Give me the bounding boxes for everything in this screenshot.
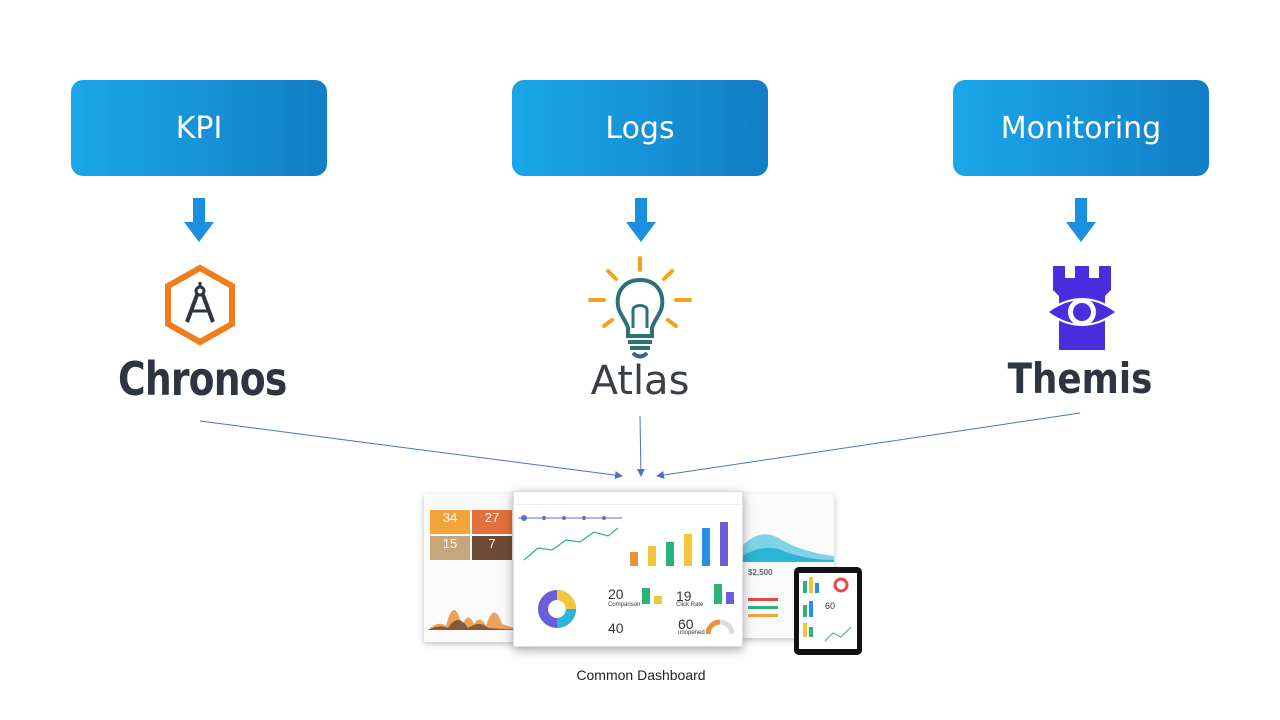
tower-eye-icon <box>1045 266 1119 350</box>
logs-box: Logs <box>512 80 768 176</box>
tile: 27 <box>472 510 512 534</box>
unopened-label: unopened <box>678 630 705 636</box>
monitoring-label: Monitoring <box>1000 110 1162 146</box>
area-chart <box>428 610 520 630</box>
chronos-wordmark: Chronos <box>118 352 287 406</box>
logs-label: Logs <box>605 110 675 146</box>
down-arrow-icon <box>184 198 214 242</box>
themis-wordmark: Themis <box>1007 354 1153 403</box>
atlas-wordmark: Atlas <box>590 358 690 404</box>
donut-chart <box>538 590 576 628</box>
monitoring-box: Monitoring <box>953 80 1209 176</box>
tile: 15 <box>430 536 470 560</box>
compass-hexagon-icon <box>165 264 235 346</box>
dashboard-main-panel: 20 Comparison 19 Click Rate 40 60 unopen… <box>513 491 743 647</box>
connector-themis <box>656 412 1081 479</box>
bar-chart <box>630 522 728 566</box>
comparison-value: 20 <box>608 586 624 602</box>
comparison-label: Comparison <box>608 602 641 608</box>
gauge-icon <box>706 619 734 634</box>
connector-atlas <box>636 415 645 477</box>
lightbulb-icon <box>588 256 692 359</box>
down-arrow-icon <box>626 198 656 242</box>
dashboard-header <box>514 492 742 505</box>
click-rate-value: 19 <box>676 588 692 604</box>
tablet-device: 60 <box>794 567 862 655</box>
tile: 7 <box>472 536 512 560</box>
tablet-charts <box>803 577 852 642</box>
tablet-screen: 60 <box>799 573 857 649</box>
wave-chart <box>742 534 834 562</box>
amount-text: $2,500 <box>748 568 773 577</box>
dashboard-caption: Common Dashboard <box>576 667 706 683</box>
value-40: 40 <box>608 620 624 636</box>
tile: 34 <box>430 510 470 534</box>
down-arrow-icon <box>1066 198 1096 242</box>
connector-chronos <box>199 420 623 480</box>
tablet-value: 60 <box>825 601 836 611</box>
dashboard-back-left: 34 27 15 7 <box>424 494 528 642</box>
line-chart <box>518 515 622 561</box>
kpi-box: KPI <box>71 80 327 176</box>
kpi-label: KPI <box>175 110 223 146</box>
unopened-value: 60 <box>678 616 694 632</box>
click-rate-label: Click Rate <box>676 602 704 608</box>
